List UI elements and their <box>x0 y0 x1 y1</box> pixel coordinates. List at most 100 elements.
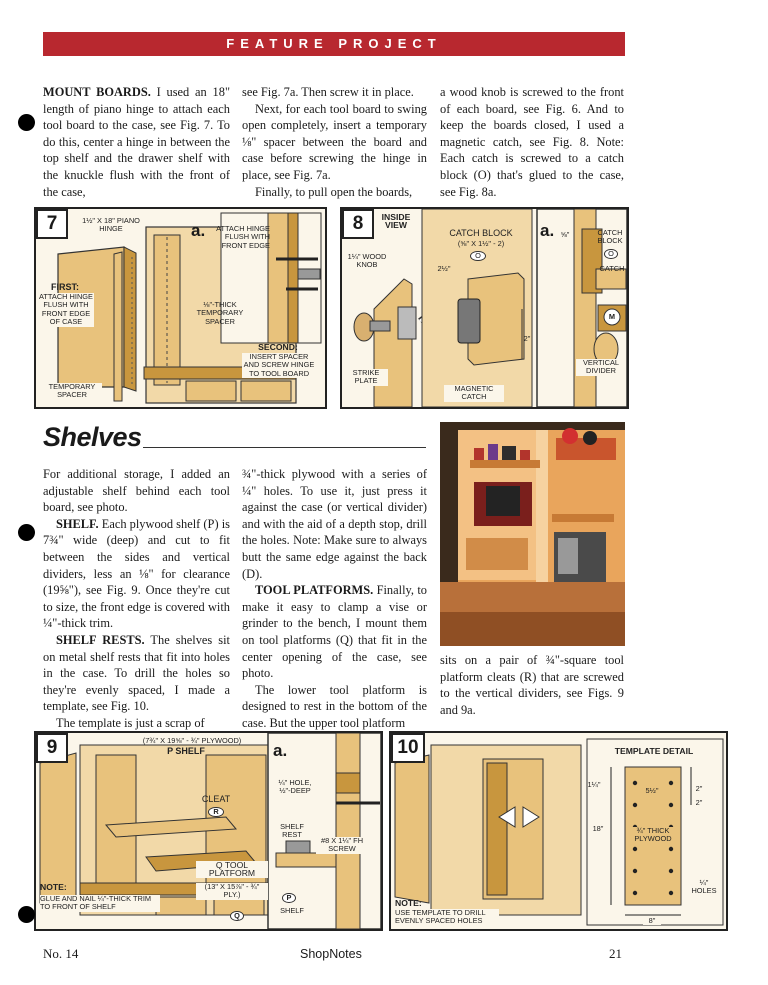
run-in-head: MOUNT BOARDS. <box>43 85 151 99</box>
binder-hole-icon <box>18 906 35 923</box>
callout-p: P <box>282 893 296 904</box>
label-piano-hinge: 1½" x 18" PIANO HINGE <box>82 216 140 234</box>
label-vertical-divider: VERTICAL DIVIDER <box>576 358 626 376</box>
paragraph: ¾"-thick plywood with a series of ¼" hol… <box>242 466 427 582</box>
label-hole: ¼" HOLE, ½"-DEEP <box>278 778 312 796</box>
label-thick-plywood: ¾" THICK PLYWOOD <box>629 826 677 844</box>
mount-column-3: a wood knob is screwed to the front of e… <box>440 84 624 200</box>
label-strike-plate: STRIKE PLATE <box>344 368 388 386</box>
detail-a-label: a. <box>191 221 206 240</box>
run-in-head: SHELF. <box>56 516 99 531</box>
shelves-column-1: For additional storage, I added an adjus… <box>43 466 230 732</box>
binder-hole-icon <box>18 114 35 131</box>
shelves-column-3: sits on a pair of ¾"-square tool platfor… <box>440 652 624 718</box>
label-dim-1-quarter: 1¼" <box>587 780 601 789</box>
paragraph-text: Finally, to make it easy to clamp a vise… <box>242 583 427 681</box>
paragraph-text: a wood knob is screwed to the front of e… <box>440 85 624 199</box>
label-catch-block-a: CATCH BLOCK <box>597 228 623 246</box>
label-note-head: NOTE: <box>40 882 67 892</box>
photo-image <box>440 422 625 646</box>
heading-rule <box>143 447 426 448</box>
label-shelf-rest: SHELF REST <box>280 822 304 840</box>
detail-a-label: a. <box>273 741 288 760</box>
figure-8: 8 INSIDE VIEW 1¼" WOOD KNOB CATCH BLOCK … <box>340 207 629 409</box>
mount-column-2: see Fig. 7a. Then screw it in place. Nex… <box>242 84 427 200</box>
callout-o: O <box>470 251 486 262</box>
label-magnetic-catch: MAGNETIC CATCH <box>444 384 504 402</box>
callout-m: M <box>608 312 616 321</box>
paragraph-text: I used an 18" length of piano hinge to a… <box>43 85 230 199</box>
paragraph: The template is just a scrap of <box>43 715 230 732</box>
paragraph: The lower tool platform is designed to r… <box>242 682 427 732</box>
label-dim-2-top: 2" <box>695 784 703 793</box>
paragraph-text: The template is just a scrap of <box>56 715 205 730</box>
figure-number: 7 <box>36 209 68 239</box>
label-dim-18: 18" <box>592 824 604 833</box>
callout-o-a: O <box>604 249 618 260</box>
label-temporary-spacer: TEMPORARY SPACER <box>42 382 102 400</box>
label-dim-2: 2" <box>523 334 531 343</box>
paragraph: TOOL PLATFORMS. Finally, to make it easy… <box>242 582 427 682</box>
detail-a-label: a. <box>540 221 555 240</box>
label-catch-block-dim: (⅝" x 1½" - 2) <box>457 239 505 248</box>
feature-banner: FEATURE PROJECT <box>43 32 625 56</box>
workbench-photo <box>440 422 625 646</box>
label-dim-2-half: 2½" <box>437 264 451 273</box>
figure-10: 10 TEMPLATE DETAIL 1¼" 5½" 2" 2" 18" ¾" … <box>389 731 728 931</box>
figure-7: 7 1½" x 18" PIANO HINGE a. ATTACH HINGE … <box>34 207 327 409</box>
paragraph: SHELF RESTS. The shelves sit on metal sh… <box>43 632 230 715</box>
magazine-name: ShopNotes <box>300 947 362 961</box>
paragraph-text: ¾"-thick plywood with a series of ¼" hol… <box>242 467 427 581</box>
run-in-head: SHELF RESTS. <box>56 632 145 647</box>
label-attach-hinge: ATTACH HINGE FLUSH WITH FRONT EDGE <box>216 224 270 250</box>
issue-number: No. 14 <box>43 946 79 961</box>
paragraph-text: For additional storage, I added an adjus… <box>43 467 230 515</box>
figure-number: 8 <box>342 209 374 239</box>
label-catch: CATCH <box>599 264 625 273</box>
label-dim-8: 8" <box>643 916 661 926</box>
label-second: INSERT SPACER AND SCREW HINGE TO TOOL BO… <box>242 352 316 379</box>
run-in-head: TOOL PLATFORMS. <box>255 583 374 598</box>
label-cleat: CLEAT <box>201 794 231 804</box>
label-dim-5-half: 5½" <box>645 786 659 795</box>
label-first-head: FIRST: <box>51 282 79 292</box>
label-screw: #8 x 1¼" Fh SCREW <box>316 836 368 854</box>
callout-q: Q <box>230 911 244 922</box>
paragraph-text: see Fig. 7a. Then screw it in place. <box>242 85 414 99</box>
label-dim-5-8: ⅝" <box>560 230 570 239</box>
section-heading: Shelves <box>43 422 142 452</box>
label-shelf-dims: (7¾" x 19⅝" - ¾" PLYWOOD) <box>142 736 242 745</box>
figure-9-drawing <box>36 733 381 929</box>
label-second-head: SECOND: <box>258 342 298 352</box>
label-template-detail: TEMPLATE DETAIL <box>614 746 694 756</box>
label-p-shelf: P SHELF <box>167 746 205 756</box>
label-spacer-thick: ⅛"-THICK TEMPORARY SPACER <box>196 300 244 326</box>
figure-number: 9 <box>36 733 68 763</box>
binder-hole-icon <box>18 524 35 541</box>
paragraph: For additional storage, I added an adjus… <box>43 466 230 516</box>
figure-number: 10 <box>391 733 425 763</box>
page-number: 21 <box>609 946 622 961</box>
label-tool-platform-dim: (13" x 15⅞" - ¾" PLY.) <box>196 882 268 900</box>
label-note-head: NOTE: <box>395 898 422 908</box>
label-note: USE TEMPLATE TO DRILL EVENLY SPACED HOLE… <box>395 908 499 926</box>
paragraph-text: sits on a pair of ¾"-square tool platfor… <box>440 653 624 717</box>
paragraph: SHELF. Each plywood shelf (P) is 7¾" wid… <box>43 516 230 632</box>
label-note: GLUE AND NAIL ¼"-THICK TRIM TO FRONT OF … <box>40 894 160 912</box>
paragraph-text: The shelves sit on metal shelf rests tha… <box>43 632 230 714</box>
label-dim-2-second: 2" <box>695 798 703 807</box>
label-catch-block: CATCH BLOCK <box>449 228 513 238</box>
shelves-column-2: ¾"-thick plywood with a series of ¼" hol… <box>242 466 427 732</box>
label-inside-view: INSIDE VIEW <box>381 212 411 231</box>
label-wood-knob: 1¼" WOOD KNOB <box>347 252 387 270</box>
paragraph-text: Finally, to pull open the boards, <box>255 184 413 199</box>
paragraph-text: Next, for each tool board to swing open … <box>242 101 427 182</box>
label-holes: ¼" HOLES <box>691 878 717 896</box>
mount-column-1: MOUNT BOARDS. I used an 18" length of pi… <box>43 84 230 200</box>
figure-9: 9 (7¾" x 19⅝" - ¾" PLYWOOD) P SHELF CLEA… <box>34 731 383 931</box>
label-first: ATTACH HINGE FLUSH WITH FRONT EDGE OF CA… <box>38 292 94 327</box>
label-shelf: SHELF <box>280 906 304 915</box>
label-tool-platform: Q TOOL PLATFORM <box>196 861 268 878</box>
callout-r: R <box>208 807 224 818</box>
paragraph-text: The lower tool platform is designed to r… <box>242 682 427 730</box>
